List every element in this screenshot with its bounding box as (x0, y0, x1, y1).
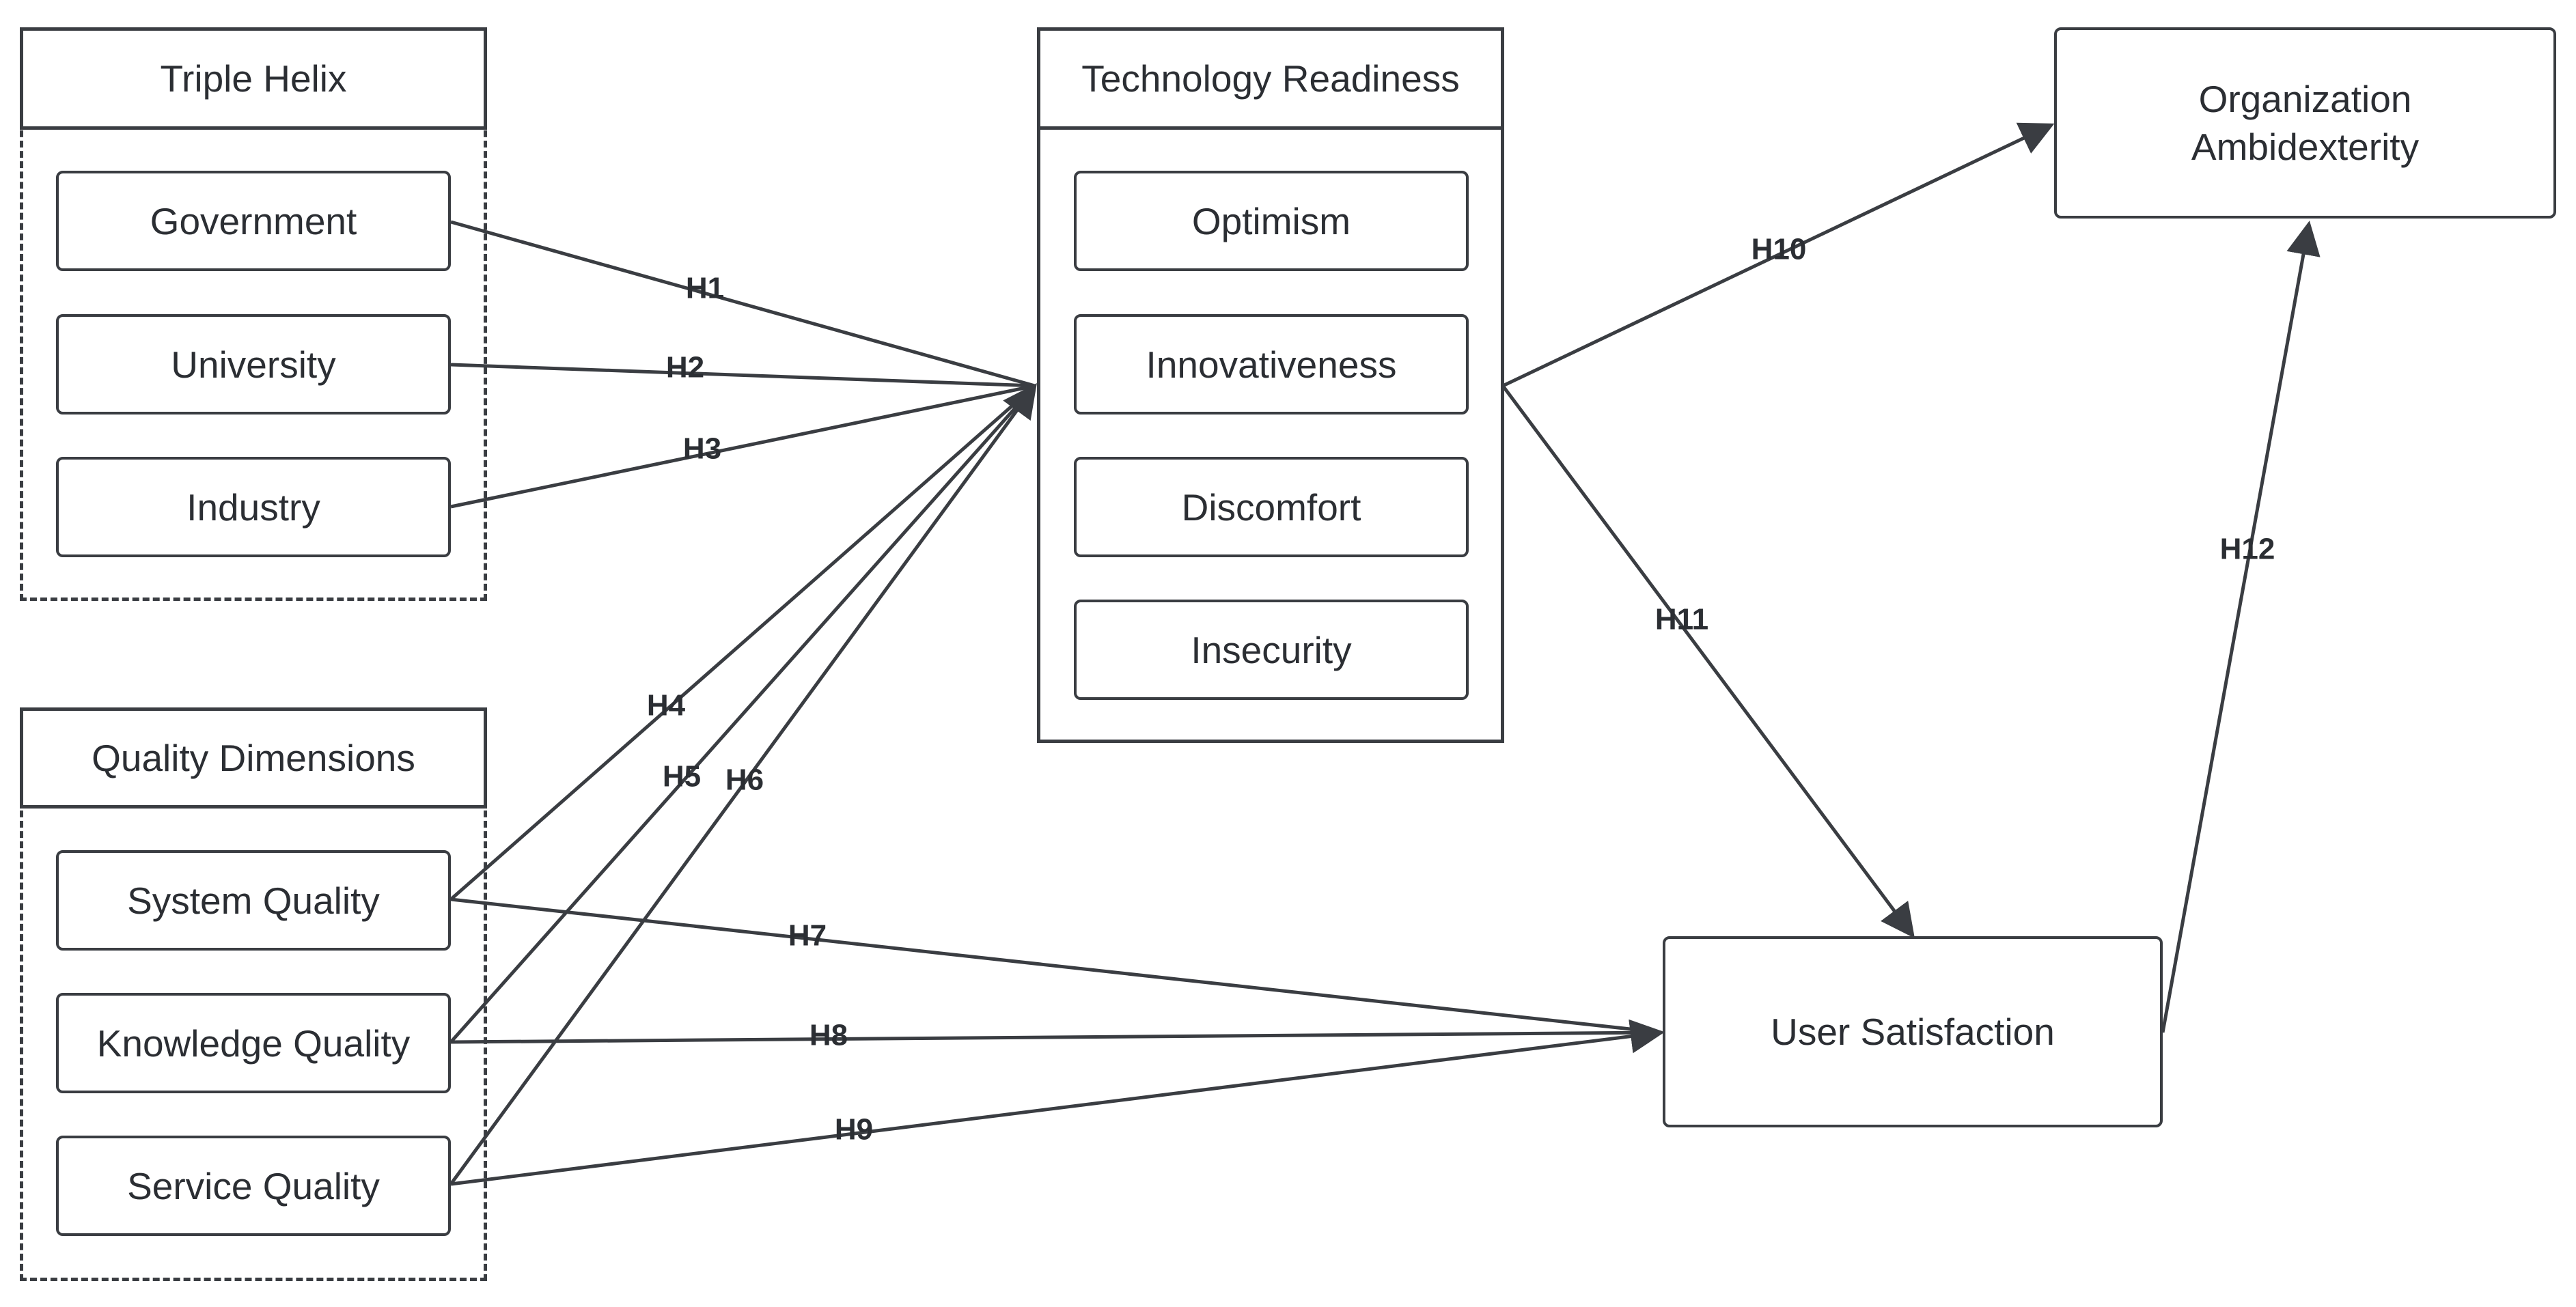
system-quality-box: System Quality (56, 850, 451, 951)
service-quality-box: Service Quality (56, 1136, 451, 1236)
edge-h3 (450, 384, 1036, 509)
label-h1: H1 (686, 272, 724, 305)
organization-ambidexterity-box: Organization Ambidexterity (2054, 27, 2556, 219)
edge-h10 (1501, 122, 2055, 388)
edge-h12 (2161, 221, 2321, 1033)
label-h6: H6 (725, 763, 764, 797)
edge-h6 (449, 382, 1037, 1185)
industry-box: Industry (56, 457, 451, 557)
edge-h7 (450, 897, 1662, 1035)
organization-ambidexterity-line1: Organization (2198, 78, 2412, 120)
label-h11: H11 (1655, 603, 1708, 636)
label-h4: H4 (647, 689, 686, 722)
technology-readiness-title: Technology Readiness (1037, 27, 1504, 130)
discomfort-box: Discomfort (1074, 457, 1469, 557)
label-h7: H7 (788, 919, 827, 953)
label-h10: H10 (1751, 233, 1807, 266)
insecurity-box: Insecurity (1074, 600, 1469, 700)
edge-h9 (450, 1019, 1665, 1186)
label-h9: H9 (835, 1113, 873, 1147)
quality-dimensions-title: Quality Dimensions (20, 707, 487, 809)
edge-h11 (1501, 384, 1915, 939)
edge-h5 (449, 384, 1036, 1043)
university-box: University (56, 314, 451, 414)
label-h3: H3 (683, 432, 721, 466)
edge-h8 (450, 1030, 1662, 1044)
label-h12: H12 (2220, 533, 2275, 566)
innovativeness-box: Innovativeness (1074, 314, 1469, 414)
optimism-box: Optimism (1074, 171, 1469, 271)
government-box: Government (56, 171, 451, 271)
edge-h1 (450, 220, 1036, 388)
label-h8: H8 (809, 1019, 848, 1052)
user-satisfaction-box: User Satisfaction (1663, 936, 2163, 1127)
organization-ambidexterity-line2: Ambidexterity (2191, 126, 2420, 168)
label-h5: H5 (663, 760, 701, 793)
triple-helix-title: Triple Helix (20, 27, 487, 130)
edge-h4 (449, 384, 1036, 901)
knowledge-quality-box: Knowledge Quality (56, 993, 451, 1093)
edge-h2 (450, 363, 1036, 388)
label-h2: H2 (666, 351, 704, 384)
